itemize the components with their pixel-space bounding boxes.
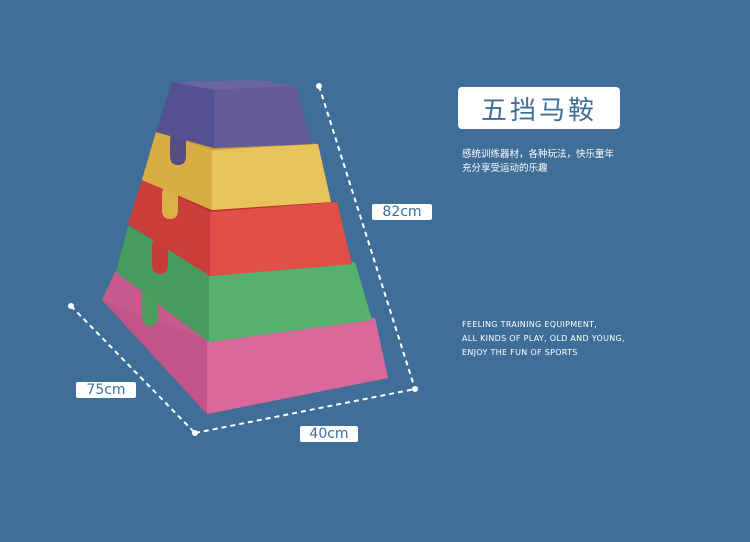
handle-purple-tab: [170, 132, 186, 165]
dimension-line-depth: [68, 303, 198, 436]
dimension-line-width: [194, 388, 416, 434]
chinese-description-line: 感统训练器材，各种玩法，快乐童年: [462, 149, 615, 160]
tier-purple: [156, 80, 312, 148]
english-description-line: ENJOY THE FUN OF SPORTS: [462, 348, 578, 357]
handle-yellow-tab: [162, 186, 178, 219]
chinese-description-line: 充分享受运动的乐趣: [462, 163, 548, 174]
english-description-line: ALL KINDS OF PLAY, OLD AND YOUNG,: [462, 334, 625, 343]
english-description-line: FEELING TRAINING EQUIPMENT,: [462, 320, 598, 329]
tier-yellow: [142, 132, 331, 210]
width-label: 40cm: [300, 426, 358, 442]
title-box: 五挡马鞍: [458, 87, 620, 129]
english-description: FEELING TRAINING EQUIPMENT, ALL KINDS OF…: [462, 318, 682, 360]
height-label: 82cm: [372, 204, 432, 220]
handle-red-tab: [152, 238, 168, 274]
dimension-line-height: [316, 83, 418, 392]
chinese-description: 感统训练器材，各种玩法，快乐童年 充分享受运动的乐趣: [462, 148, 652, 176]
product-title: 五挡马鞍: [480, 95, 597, 126]
depth-label: 75cm: [76, 382, 136, 398]
